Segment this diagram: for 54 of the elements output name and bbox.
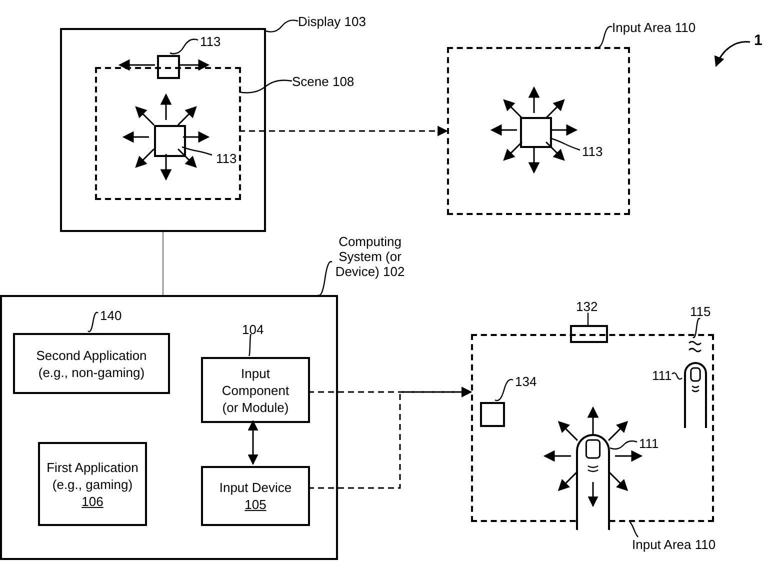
leader-line <box>692 318 700 338</box>
callout-label: 113 <box>200 34 224 49</box>
leader-line <box>587 314 589 326</box>
leader-line <box>596 26 612 48</box>
callout-label: 113 <box>216 151 240 166</box>
callout-label: 104 <box>242 322 266 337</box>
leader-line <box>630 522 638 538</box>
leader-line <box>266 20 298 32</box>
process-box <box>201 357 310 423</box>
box-text: Input Device <box>219 479 292 496</box>
callout-label: 113 <box>582 144 606 159</box>
callout-label: Input Area 110 <box>612 20 702 35</box>
arrow <box>308 386 472 489</box>
callout-label: 134 <box>515 374 539 389</box>
finger-drawing <box>684 362 707 428</box>
callout-label: 115 <box>690 304 714 319</box>
arrow <box>239 126 448 136</box>
leader-line <box>88 312 98 332</box>
leader-line <box>318 261 332 296</box>
figure-number: 1 <box>754 31 762 51</box>
callout-label: Input Area 110 <box>632 537 722 552</box>
process-box <box>13 333 170 394</box>
box-text: 105 <box>244 496 266 513</box>
leader-line <box>238 80 292 94</box>
object-square <box>154 125 186 157</box>
wave-icon <box>688 339 702 353</box>
square-box <box>480 402 505 427</box>
callout-label: 111 <box>639 436 661 451</box>
arrow <box>248 420 258 466</box>
box-text: 106 <box>82 492 104 510</box>
leader-line <box>248 334 252 356</box>
object-square <box>520 117 552 148</box>
callout-label: 132 <box>576 299 600 314</box>
callout-label: Display 103 <box>298 14 374 29</box>
box-text: First Application (e.g., gaming) <box>46 458 140 492</box>
leader-line <box>672 372 682 380</box>
callout-label: 111 <box>652 368 674 383</box>
box-text: Second Application (e.g., non-gaming) <box>35 346 148 380</box>
input-area <box>447 47 630 215</box>
system-box <box>0 295 338 560</box>
process-box <box>201 466 310 526</box>
callout-label: 140 <box>100 308 124 323</box>
display-frame <box>60 28 266 232</box>
object-square <box>157 55 180 79</box>
box-text: Input Component (or Module) <box>220 364 290 416</box>
callout-label: Scene 108 <box>292 74 358 89</box>
leader-line <box>170 38 198 54</box>
callout-label: Computing System (or Device) 102 <box>332 234 408 279</box>
finger-drawing <box>576 434 610 530</box>
process-box <box>38 442 147 526</box>
leader-line <box>610 440 638 450</box>
scene-area <box>95 67 241 200</box>
sensor-box <box>570 325 608 343</box>
connector-line <box>162 232 164 295</box>
